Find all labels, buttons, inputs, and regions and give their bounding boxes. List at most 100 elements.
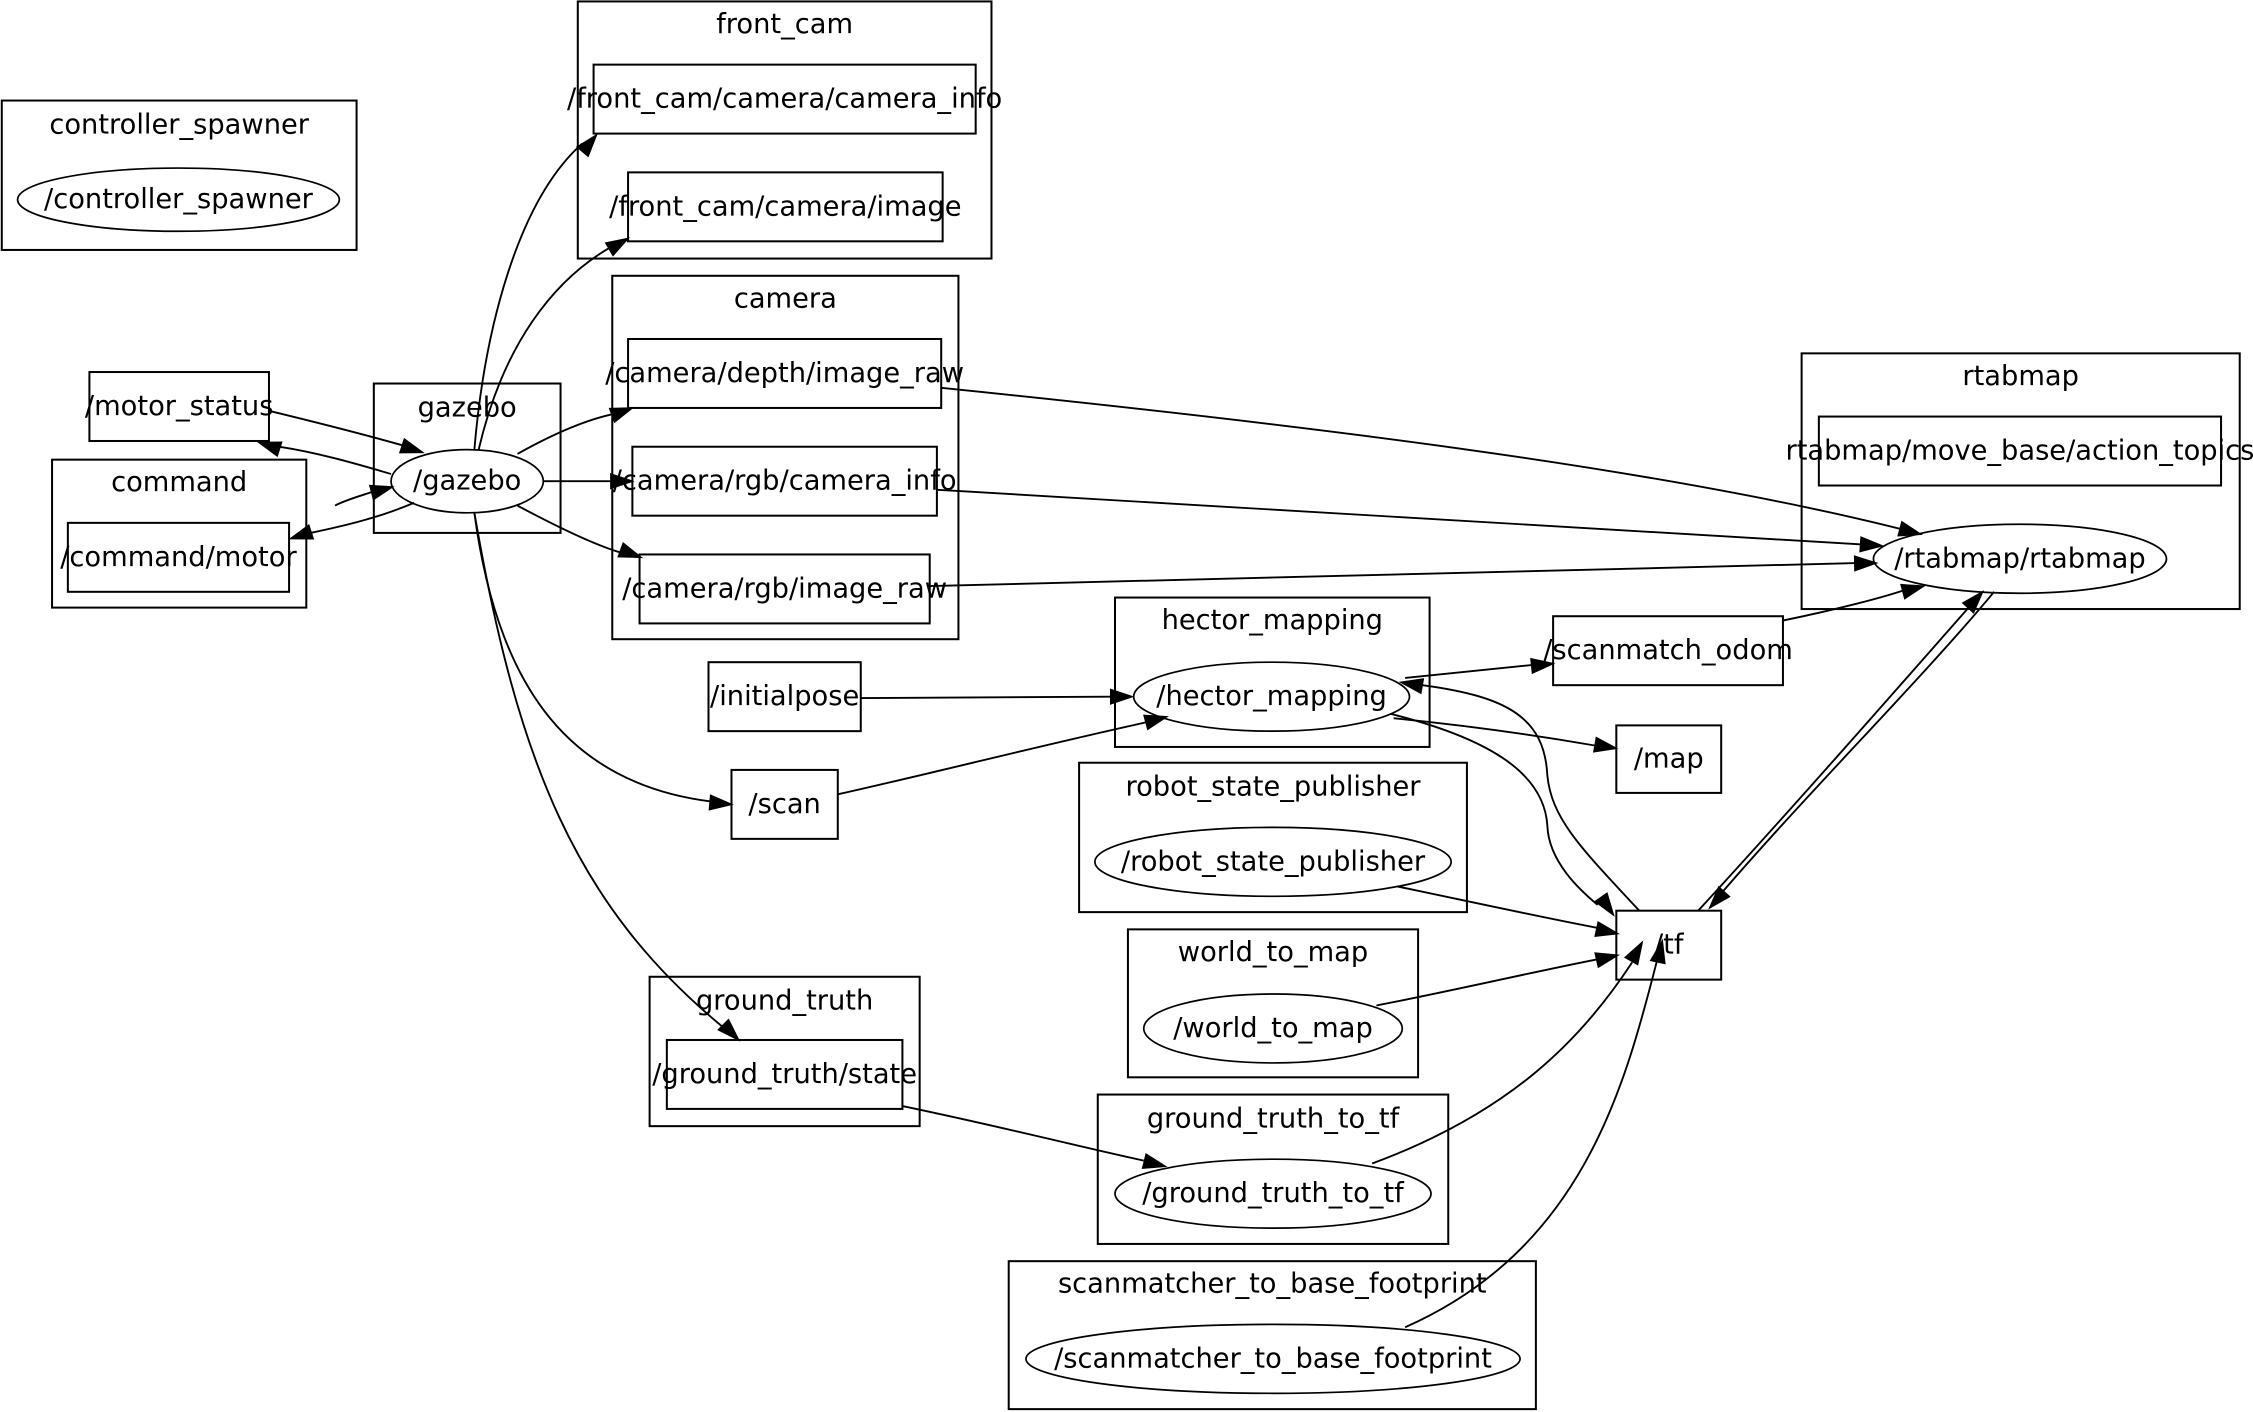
- node-shape[interactable]: [1132, 661, 1411, 732]
- edge-line: [477, 246, 612, 450]
- edge-line: [1376, 958, 1597, 1007]
- cluster-frame: [648, 975, 921, 1128]
- node-gazebo[interactable]: /gazebo: [390, 448, 545, 514]
- cluster-label: gazebo: [418, 392, 517, 423]
- edge-line: [473, 512, 712, 803]
- edge: [288, 501, 415, 540]
- topic-shape[interactable]: [592, 63, 977, 135]
- arrowhead-icon: [1530, 657, 1556, 675]
- cluster-label: camera: [734, 283, 837, 314]
- edge-line: [936, 488, 1863, 546]
- arrowhead-icon: [1649, 938, 1666, 965]
- topic-shape[interactable]: [665, 1038, 904, 1110]
- topic-shape[interactable]: [730, 768, 839, 840]
- edge: [334, 484, 395, 507]
- edge-line: [1782, 589, 1904, 622]
- edge-line: [941, 386, 1900, 530]
- edge: [902, 1105, 1168, 1169]
- topic-motor-status[interactable]: /motor_status: [85, 371, 274, 442]
- topic-shape[interactable]: [1817, 415, 2223, 487]
- node-shape[interactable]: [16, 167, 341, 233]
- node-label: /ground_truth_to_tf: [1142, 1178, 1405, 1209]
- cluster-frame: [372, 382, 562, 534]
- node-shape[interactable]: [1872, 523, 2168, 595]
- edge: [1697, 590, 1985, 912]
- edge-line: [1390, 712, 1599, 906]
- edge-line: [278, 445, 392, 475]
- topic-label: /camera/rgb/camera_info: [613, 466, 957, 497]
- topic-command-motor[interactable]: /command/motor: [60, 521, 297, 593]
- node-controller-spawner[interactable]: /controller_spawner: [16, 167, 341, 233]
- topic-label: /ground_truth/state: [652, 1059, 917, 1090]
- topic-shape[interactable]: [1615, 909, 1723, 981]
- node-world-to-map[interactable]: /world_to_map: [1142, 993, 1404, 1064]
- arrowhead-icon: [1593, 892, 1615, 917]
- edge-line: [310, 501, 415, 534]
- cluster-frame: [1114, 596, 1431, 748]
- node-shape[interactable]: [1114, 1158, 1432, 1230]
- arrowhead-icon: [1859, 536, 1885, 553]
- topic-shape[interactable]: [1615, 724, 1723, 794]
- cluster-controller-spawner: controller_spawner: [0, 99, 358, 251]
- cluster-robot-state-publisher: robot_state_publisher: [1078, 761, 1468, 914]
- topic-shape[interactable]: [627, 337, 943, 409]
- topic-front-cam-image[interactable]: /front_cam/camera/image: [609, 171, 962, 243]
- topic-shape[interactable]: [631, 445, 938, 517]
- cluster-label: front_cam: [716, 9, 853, 40]
- edge: [473, 512, 734, 811]
- topic-ground-truth-state[interactable]: /ground_truth/state: [652, 1038, 917, 1110]
- arrowhead-icon: [1961, 590, 1985, 614]
- topic-initialpose[interactable]: /initialpose: [707, 661, 862, 733]
- nodes-layer: /controller_spawner/gazebo/rtabmap/rtabm…: [16, 63, 2253, 1395]
- topic-shape[interactable]: [707, 661, 862, 733]
- edge: [1376, 952, 1620, 1007]
- node-shape[interactable]: [1025, 1323, 1521, 1395]
- topic-move-base-action-topics[interactable]: rtabmap/move_base/action_topics: [1785, 415, 2253, 487]
- node-hector-mapping[interactable]: /hector_mapping: [1132, 661, 1411, 732]
- edge-line: [929, 562, 1857, 587]
- node-ground-truth-to-tf[interactable]: /ground_truth_to_tf: [1114, 1158, 1432, 1230]
- arrowhead-icon: [1594, 921, 1620, 938]
- topic-depth-image-raw[interactable]: /camera/depth/image_raw: [605, 337, 964, 409]
- cluster-label: rtabmap: [1962, 361, 2079, 392]
- cluster-label: hector_mapping: [1162, 605, 1383, 636]
- node-shape[interactable]: [390, 448, 545, 514]
- topic-map[interactable]: /map: [1615, 724, 1723, 794]
- cluster-label: robot_state_publisher: [1126, 772, 1422, 803]
- topic-label: /tf: [1654, 930, 1685, 961]
- topic-shape[interactable]: [638, 553, 931, 625]
- node-robot-state-publisher[interactable]: /robot_state_publisher: [1094, 826, 1452, 898]
- topic-front-cam-info[interactable]: /front_cam/camera/camera_info: [567, 63, 1002, 135]
- topic-rgb-image-raw[interactable]: /camera/rgb/image_raw: [622, 553, 947, 625]
- topic-tf[interactable]: /tf: [1615, 909, 1723, 981]
- edge: [1398, 678, 1640, 912]
- node-scanmatcher-to-base-footprint[interactable]: /scanmatcher_to_base_footprint: [1025, 1323, 1521, 1395]
- node-rtabmap[interactable]: /rtabmap/rtabmap: [1872, 523, 2168, 595]
- topic-shape[interactable]: [88, 371, 270, 442]
- edge: [929, 555, 1879, 587]
- topic-shape[interactable]: [66, 521, 291, 593]
- arrowhead-icon: [610, 473, 635, 490]
- topic-label: /scanmatch_odom: [1543, 635, 1793, 666]
- topic-rgb-camera-info[interactable]: /camera/rgb/camera_info: [613, 445, 957, 517]
- cluster-frame: [576, 0, 993, 260]
- node-label: /robot_state_publisher: [1121, 846, 1426, 877]
- cluster-label: ground_truth: [696, 986, 873, 1017]
- topic-shape[interactable]: [1552, 615, 1784, 687]
- edge: [1405, 657, 1556, 679]
- cluster-scanmatcher-to-base-footprint: scanmatcher_to_base_footprint: [1007, 1260, 1537, 1411]
- edge-line: [473, 142, 583, 450]
- cluster-gazebo: gazebo: [372, 382, 562, 534]
- topic-shape[interactable]: [627, 171, 944, 243]
- arrowhead-icon: [717, 1018, 741, 1042]
- cluster-frame: [0, 99, 358, 251]
- edge: [837, 714, 1169, 796]
- topic-scan[interactable]: /scan: [730, 768, 839, 840]
- node-shape[interactable]: [1142, 993, 1404, 1064]
- arrowhead-icon: [575, 133, 598, 158]
- edge: [543, 473, 635, 490]
- topic-scanmatch-odom[interactable]: /scanmatch_odom: [1543, 615, 1793, 687]
- cluster-frame: [1126, 928, 1420, 1079]
- node-shape[interactable]: [1094, 826, 1452, 898]
